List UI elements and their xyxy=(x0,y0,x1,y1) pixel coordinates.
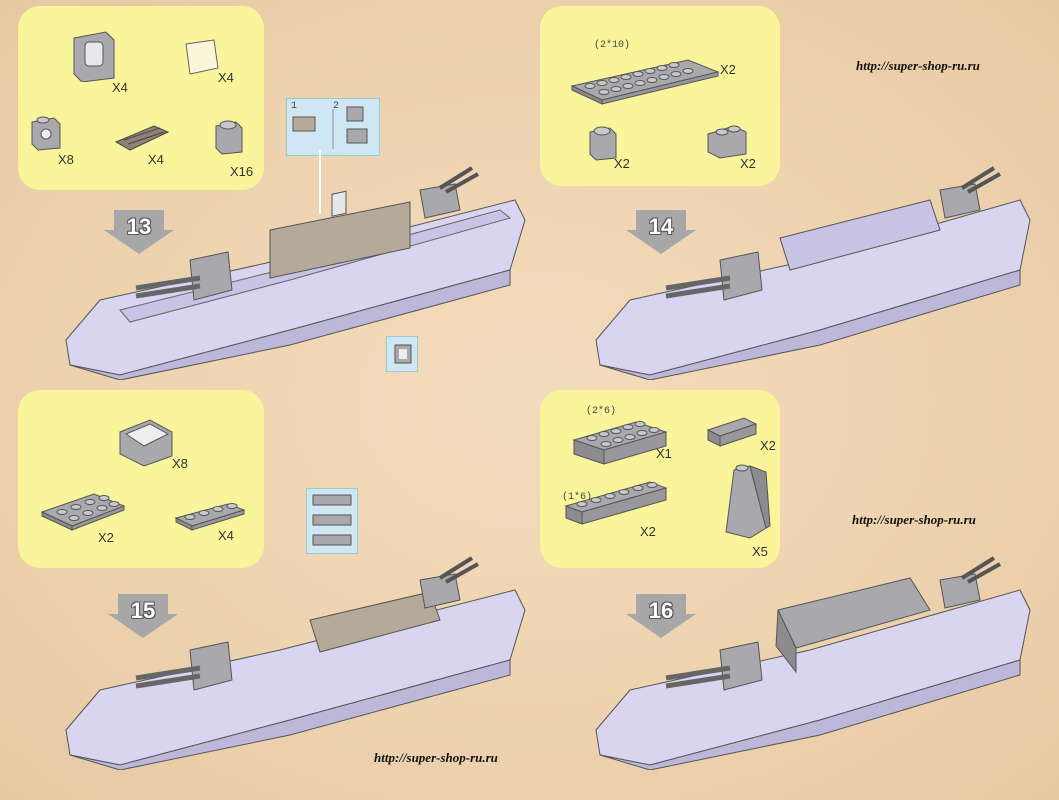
brick-1x6-piece-icon xyxy=(564,481,668,525)
part-qty: X4 xyxy=(112,80,128,95)
brick-1x2-piece-icon xyxy=(707,125,747,159)
brick-1x1-piece-icon xyxy=(589,126,617,161)
sub-step-label: 1 xyxy=(291,101,298,112)
part-qty: X8 xyxy=(172,456,188,471)
part-qty: X2 xyxy=(640,524,656,539)
brick-1x1-piece-icon xyxy=(215,120,243,155)
watermark-url: http://super-shop-ru.ru xyxy=(852,512,976,527)
glass-panel-piece-icon xyxy=(185,39,219,75)
part-qty: X4 xyxy=(148,152,164,167)
step-number-16: 16 xyxy=(626,594,696,638)
step-number-14: 14 xyxy=(626,210,696,254)
part-qty: X2 xyxy=(760,438,776,453)
parts-panel-14 xyxy=(540,6,780,186)
window-frame-piece-icon xyxy=(73,31,115,82)
grille-tile-piece-icon xyxy=(114,125,170,151)
part-dims: (2*6) xyxy=(586,406,617,417)
brick-1x4-piece-icon xyxy=(706,417,758,447)
slope-brick-piece-icon xyxy=(119,419,173,467)
step-number-13: 13 xyxy=(104,210,174,254)
ship-assembly-14 xyxy=(595,166,1031,380)
sub-step-label: 2 xyxy=(333,101,340,112)
parts-panel-15 xyxy=(18,390,264,568)
hole-brick-piece-icon xyxy=(31,116,61,151)
part-qty: X16 xyxy=(230,164,254,179)
ship-assembly-16 xyxy=(595,556,1031,770)
callout-arrow-1 xyxy=(319,150,321,214)
part-dims: (1*6) xyxy=(562,492,593,503)
parts-panel-13 xyxy=(18,6,264,190)
ship-assembly-13 xyxy=(65,166,526,380)
part-qty: X2 xyxy=(98,530,114,545)
brick-2x6-piece-icon xyxy=(572,421,668,465)
part-dims: (2*10) xyxy=(594,40,631,51)
tall-slope-piece-icon xyxy=(725,464,771,539)
part-qty: X2 xyxy=(720,62,736,77)
part-qty: X5 xyxy=(752,544,768,559)
watermark-url: http://super-shop-ru.ru xyxy=(856,58,980,73)
inset-callout-3 xyxy=(306,488,358,554)
part-qty: X1 xyxy=(656,446,672,461)
part-qty: X2 xyxy=(740,156,756,171)
ship-assembly-15 xyxy=(65,556,526,770)
part-qty: X4 xyxy=(218,70,234,85)
plate-2x10-piece-icon xyxy=(570,59,720,105)
step-number-15: 15 xyxy=(108,594,178,638)
part-qty: X2 xyxy=(614,156,630,171)
inset-callout-2 xyxy=(386,336,418,372)
watermark-url: http://super-shop-ru.ru xyxy=(374,750,498,765)
plate-2x4-piece-icon xyxy=(40,493,126,531)
plate-1x4-piece-icon xyxy=(174,503,246,531)
part-qty: X8 xyxy=(58,152,74,167)
part-qty: X4 xyxy=(218,528,234,543)
inset-callout-1: 1 2 xyxy=(286,98,380,156)
